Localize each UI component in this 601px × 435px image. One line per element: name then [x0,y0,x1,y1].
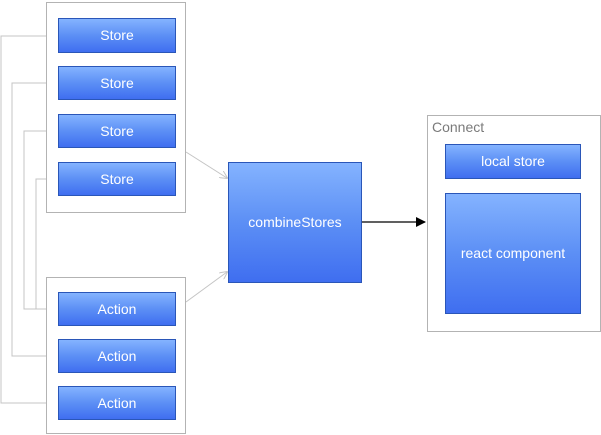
connect-group-label: Connect [432,119,485,135]
store-node-3[interactable]: Store [58,114,176,148]
stores-to-combine-connector [185,151,227,178]
action-node-1[interactable]: Action [58,292,176,326]
combine-stores-node[interactable]: combineStores [228,162,362,283]
actions-to-combine-connector [185,272,227,303]
action-node-3[interactable]: Action [58,386,176,420]
store-node-2[interactable]: Store [58,66,176,100]
store-1-to-action-3-connector [0,35,58,403]
local-store-node[interactable]: local store [445,144,581,179]
store-node-1[interactable]: Store [58,18,176,53]
react-component-node[interactable]: react component [445,193,581,314]
action-node-2[interactable]: Action [58,339,176,373]
store-node-4[interactable]: Store [58,162,176,196]
store-2-to-action-2-connector [11,82,58,356]
